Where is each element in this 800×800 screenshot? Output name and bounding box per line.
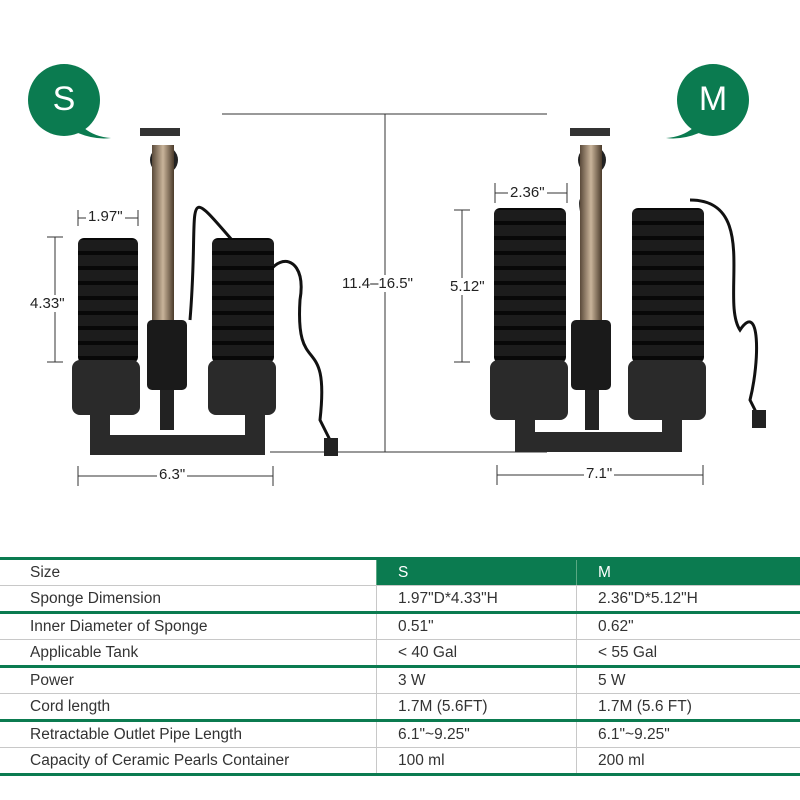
row-value-s: 100 ml: [376, 747, 577, 776]
s-sponge-height-label: 4.33": [28, 295, 67, 312]
header-size: Size: [0, 557, 377, 586]
product-illustration: [28, 64, 766, 486]
filter-s-image: [72, 128, 338, 456]
s-width-label: 6.3": [157, 466, 188, 483]
table-header-row: Size S M: [0, 557, 800, 586]
row-value-s: 1.7M (5.6FT): [376, 693, 577, 722]
header-m: M: [576, 557, 800, 586]
size-m-badge: [666, 64, 749, 139]
row-value-m: < 55 Gal: [576, 639, 800, 668]
row-value-m: 0.62": [576, 612, 800, 640]
header-s: S: [376, 557, 577, 586]
row-value-s: 6.1"~9.25": [376, 720, 577, 748]
size-m-badge-label: M: [698, 80, 728, 118]
m-sponge-height-label: 5.12": [448, 278, 487, 295]
row-value-m: 5 W: [576, 666, 800, 694]
row-value-s: 0.51": [376, 612, 577, 640]
table-row: Sponge Dimension 1.97"D*4.33"H 2.36"D*5.…: [0, 585, 800, 614]
table-row: Retractable Outlet Pipe Length 6.1"~9.25…: [0, 720, 800, 748]
row-label: Applicable Tank: [0, 639, 377, 668]
row-label: Power: [0, 666, 377, 694]
table-row: Applicable Tank < 40 Gal < 55 Gal: [0, 639, 800, 668]
row-value-s: 1.97"D*4.33"H: [376, 585, 577, 614]
m-sponge-diameter-label: 2.36": [508, 184, 547, 201]
dimension-lines: [47, 113, 704, 486]
table-row: Inner Diameter of Sponge 0.51" 0.62": [0, 612, 800, 640]
table-row: Capacity of Ceramic Pearls Container 100…: [0, 747, 800, 776]
row-value-m: 6.1"~9.25": [576, 720, 800, 748]
table-row: Cord length 1.7M (5.6FT) 1.7M (5.6 FT): [0, 693, 800, 722]
row-value-m: 200 ml: [576, 747, 800, 776]
row-label: Cord length: [0, 693, 377, 722]
row-label: Sponge Dimension: [0, 585, 377, 614]
m-width-label: 7.1": [584, 465, 615, 482]
size-s-badge: [28, 64, 111, 139]
table-row: Power 3 W 5 W: [0, 666, 800, 694]
row-value-s: 3 W: [376, 666, 577, 694]
row-label: Capacity of Ceramic Pearls Container: [0, 747, 377, 776]
size-s-badge-label: S: [52, 80, 76, 118]
height-range-label: 11.4–16.5": [340, 275, 415, 292]
s-sponge-diameter-label: 1.97": [86, 208, 125, 225]
row-value-m: 2.36"D*5.12"H: [576, 585, 800, 614]
spec-table: Size S M Sponge Dimension 1.97"D*4.33"H …: [0, 557, 800, 776]
filter-m-image: [490, 128, 766, 452]
row-value-m: 1.7M (5.6 FT): [576, 693, 800, 722]
row-label: Inner Diameter of Sponge: [0, 612, 377, 640]
row-value-s: < 40 Gal: [376, 639, 577, 668]
row-label: Retractable Outlet Pipe Length: [0, 720, 377, 748]
